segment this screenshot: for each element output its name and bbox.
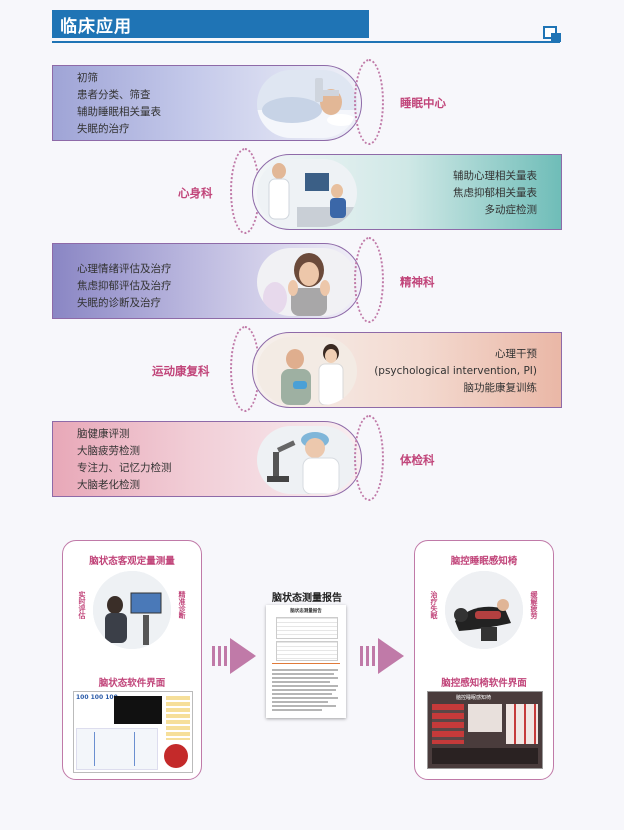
software-title: 脑状态软件界面 (98, 678, 166, 689)
arrow-right-icon (212, 638, 256, 678)
row-sleep-center: 初筛 患者分类、筛查 辅助睡眠相关量表 失眠的治疗 睡眠中心 (52, 59, 562, 145)
dotted-arc (354, 237, 384, 323)
row-category: 体检科 (400, 453, 435, 467)
dotted-arc (354, 59, 384, 145)
row-band: 辅助心理相关量表 焦虑抑郁相关量表 多动症检测 (252, 154, 562, 230)
list-item: 脑健康评测 (77, 428, 130, 440)
row-category: 精神科 (400, 275, 435, 289)
panel-title: 脑状态客观定量测量 (89, 556, 175, 567)
header-rule (52, 41, 560, 43)
list-item: 脑功能康复训练 (463, 382, 538, 394)
sleep-chair-photo (445, 571, 523, 649)
row-rehab: 运动康复科 心理干预 (psychological intervention, … (52, 326, 562, 412)
row-band: 心理情绪评估及治疗 焦虑抑郁评估及治疗 失眠的诊断及治疗 (52, 243, 362, 319)
list-item: 焦虑抑郁相关量表 (453, 187, 537, 199)
row-items: 心理干预 (psychological intervention, PI) 脑功… (374, 346, 537, 397)
section-title: 临床应用 (60, 17, 132, 37)
rehab-photo (257, 337, 357, 405)
readout: 100 100 100 (76, 694, 118, 701)
report-heading: 脑状态测量报告 (290, 609, 322, 614)
screen-title: 脑控睡眠感知椅 (456, 695, 492, 701)
row-items: 初筛 患者分类、筛查 辅助睡眠相关量表 失眠的治疗 (77, 70, 161, 138)
arc-label: 实时评估 (78, 591, 86, 619)
section-header: 临床应用 (52, 10, 369, 38)
squares-icon (543, 26, 561, 42)
row-psychiatry: 心理情绪评估及治疗 焦虑抑郁评估及治疗 失眠的诊断及治疗 精神科 (52, 237, 562, 323)
software-screenshot: 脑控睡眠感知椅 (427, 691, 543, 769)
row-category: 睡眠中心 (400, 96, 446, 110)
panel-title: 脑控睡眠感知椅 (450, 556, 518, 567)
list-item: 焦虑抑郁评估及治疗 (77, 280, 172, 292)
list-item: (psychological intervention, PI) (374, 365, 537, 377)
row-items: 辅助心理相关量表 焦虑抑郁相关量表 多动症检测 (453, 168, 537, 219)
arrow-right-icon (360, 638, 404, 678)
dotted-arc (354, 415, 384, 501)
row-items: 心理情绪评估及治疗 焦虑抑郁评估及治疗 失眠的诊断及治疗 (77, 261, 172, 312)
list-item: 辅助睡眠相关量表 (77, 106, 161, 118)
list-item: 失眠的诊断及治疗 (77, 297, 161, 309)
list-item: 失眠的治疗 (77, 123, 130, 135)
list-item: 辅助心理相关量表 (453, 170, 537, 182)
row-physical-exam: 脑健康评测 大脑疲劳检测 专注力、记忆力检测 大脑老化检测 体检科 (52, 415, 562, 501)
row-psychosomatic: 心身科 辅助心理相关量表 焦虑抑郁相关量表 多动症检测 (52, 148, 562, 234)
stressed-woman-photo (257, 248, 357, 316)
lab-microscope-photo (257, 426, 357, 494)
row-band: 心理干预 (psychological intervention, PI) 脑功… (252, 332, 562, 408)
list-item: 大脑疲劳检测 (77, 445, 140, 457)
software-title: 脑控感知椅软件界面 (441, 678, 527, 689)
list-item: 多动症检测 (484, 204, 538, 216)
sleep-chair-panel: 脑控睡眠感知椅 治疗失眠 缓解疲劳 脑控感知椅软件界面 脑控睡眠感知椅 (414, 540, 554, 780)
row-band: 初筛 患者分类、筛查 辅助睡眠相关量表 失眠的治疗 (52, 65, 362, 141)
report-document: 脑状态测量报告 (266, 605, 346, 718)
brain-measurement-panel: 脑状态客观定量测量 实时评估 精准诊断 脑状态软件界面 100 100 100 (62, 540, 202, 780)
sleep-patient-photo (257, 70, 357, 138)
row-category: 运动康复科 (152, 364, 210, 378)
arc-label: 缓解疲劳 (530, 591, 538, 619)
list-item: 心理情绪评估及治疗 (77, 263, 172, 275)
list-item: 心理干预 (495, 348, 537, 360)
arc-label: 精准诊断 (178, 591, 186, 619)
row-items: 脑健康评测 大脑疲劳检测 专注力、记忆力检测 大脑老化检测 (77, 426, 172, 494)
software-screenshot: 100 100 100 (73, 691, 193, 773)
arc-label: 治疗失眠 (430, 591, 438, 619)
report-title: 脑状态测量报告 (272, 593, 342, 604)
list-item: 初筛 (77, 72, 98, 84)
list-item: 患者分类、筛查 (77, 89, 151, 101)
row-band: 脑健康评测 大脑疲劳检测 专注力、记忆力检测 大脑老化检测 (52, 421, 362, 497)
list-item: 专注力、记忆力检测 (77, 462, 172, 474)
doctor-child-photo (257, 159, 357, 227)
row-category: 心身科 (178, 186, 213, 200)
list-item: 大脑老化检测 (77, 479, 140, 491)
measurement-photo (93, 571, 171, 649)
